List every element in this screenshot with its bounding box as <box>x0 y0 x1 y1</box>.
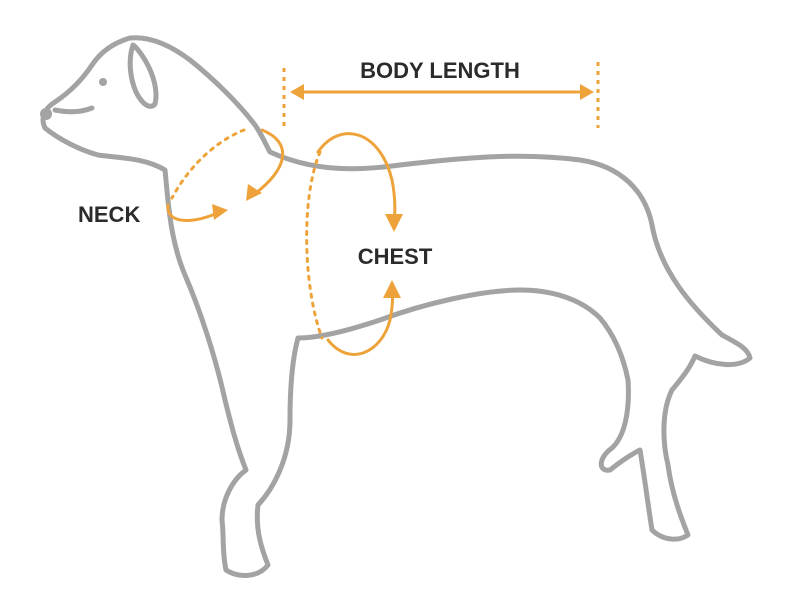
dog-ear-outline <box>127 42 159 109</box>
neck-label: NECK <box>78 202 140 227</box>
neck-lower-arrowhead <box>212 204 228 220</box>
body-length-arrowhead-right <box>580 84 594 100</box>
body-length-label: BODY LENGTH <box>360 58 520 83</box>
neck-upper-arrow <box>250 128 285 198</box>
neck-dotted-guide <box>170 128 246 200</box>
chest-label: CHEST <box>358 244 433 269</box>
neck-upper-arrowhead <box>246 184 262 201</box>
dog-nose <box>40 108 52 120</box>
chest-upper-arrowhead <box>385 214 403 232</box>
dog-mouth-line <box>52 105 95 115</box>
neck-measure <box>166 128 285 222</box>
chest-dotted-guide <box>305 150 324 340</box>
dog-outline <box>40 35 753 578</box>
dog-body-outline <box>40 35 753 578</box>
dog-eye <box>99 78 107 86</box>
chest-upper-arrow <box>316 132 397 226</box>
chest-lower-arrowhead <box>383 280 401 298</box>
neck-lower-arrow <box>166 203 222 222</box>
body-length-arrowhead-left <box>290 84 304 100</box>
body-length-measure <box>282 62 600 128</box>
